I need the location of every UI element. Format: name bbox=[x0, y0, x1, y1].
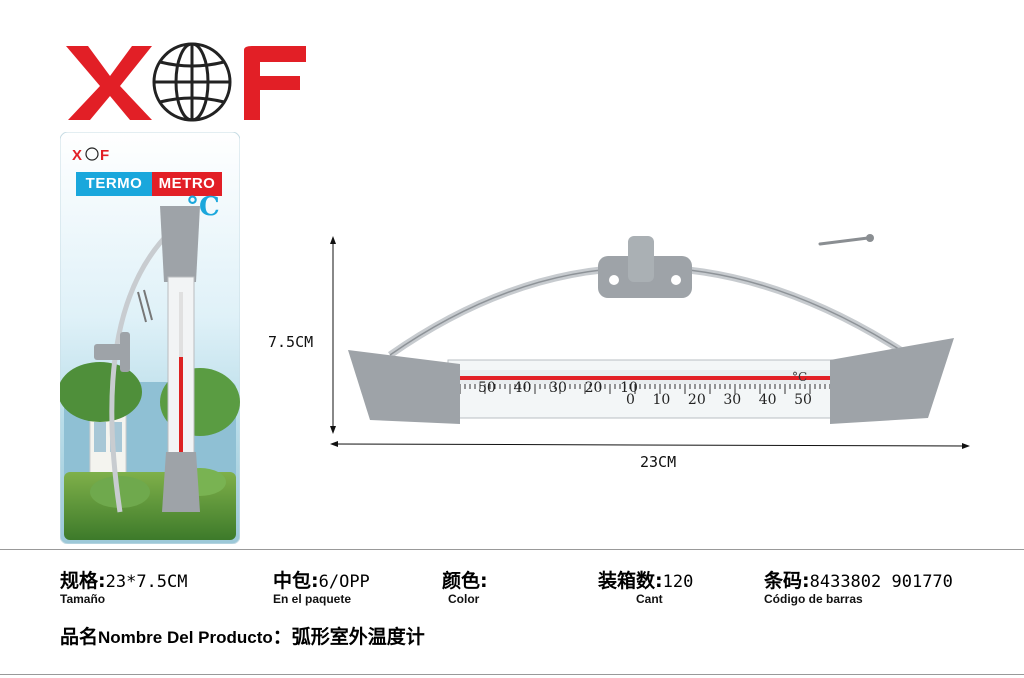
spec-value: 23*7.5CM bbox=[105, 572, 188, 592]
scale-label: 40 bbox=[758, 392, 777, 408]
divider bbox=[0, 549, 1024, 550]
scale-label: 20 bbox=[584, 380, 603, 396]
name-es-label: Nombre Del Producto bbox=[98, 628, 273, 647]
carton-es-label: Cant bbox=[636, 592, 663, 606]
product-name-value: 弧形室外温度计 bbox=[291, 626, 425, 648]
scale-negative-labels: 50 40 30 20 10 bbox=[478, 380, 638, 396]
scale-label: 30 bbox=[549, 380, 567, 396]
divider bbox=[0, 674, 1024, 675]
svg-text:F: F bbox=[100, 147, 109, 164]
scale-label: 20 bbox=[687, 392, 706, 408]
scale-label: 10 bbox=[620, 380, 638, 396]
name-cn-label: 品名 bbox=[60, 626, 99, 648]
package-label-metro: METRO bbox=[152, 172, 222, 196]
pack-es-label: En el paquete bbox=[273, 592, 352, 606]
barcode-field: 条码:8433802 901770 bbox=[764, 566, 953, 593]
product-name-field: 品名Nombre Del Producto：弧形室外温度计 bbox=[60, 622, 425, 649]
product-package-photo: X F bbox=[58, 131, 241, 545]
package-unit-celsius: °C bbox=[186, 192, 220, 222]
barcode-value: 8433802 901770 bbox=[809, 572, 953, 592]
carton-field: 装箱数:120 bbox=[598, 566, 693, 593]
scale-label: 50 bbox=[794, 392, 812, 408]
spec-es-label: Tamaño bbox=[60, 592, 106, 606]
pack-field: 中包:6/OPP bbox=[273, 566, 370, 593]
scale-label: 50 bbox=[478, 380, 496, 396]
package-label-termo: TERMO bbox=[76, 172, 152, 196]
pack-value: 6/OPP bbox=[318, 572, 370, 592]
scale-label: 0 bbox=[626, 392, 635, 408]
pack-label: 中包: bbox=[273, 570, 319, 592]
scale-label: 30 bbox=[723, 392, 742, 408]
scale-positive-labels: 0 10 20 30 40 50 bbox=[626, 392, 812, 408]
color-es-label: Color bbox=[448, 592, 480, 606]
width-dimension-label: 23CM bbox=[640, 453, 677, 471]
spec-field: 规格:23*7.5CM bbox=[60, 566, 188, 593]
scale-label: 40 bbox=[513, 380, 532, 396]
color-field: 颜色: bbox=[442, 566, 488, 593]
barcode-label: 条码: bbox=[764, 570, 810, 592]
product-scale-unit: °C bbox=[792, 370, 808, 384]
carton-label: 装箱数: bbox=[598, 570, 663, 592]
barcode-es-label: Código de barras bbox=[764, 592, 863, 606]
height-dimension-label: 7.5CM bbox=[268, 333, 314, 351]
color-label: 颜色: bbox=[442, 570, 488, 592]
name-separator: ： bbox=[272, 626, 292, 648]
carton-value: 120 bbox=[662, 572, 694, 592]
spec-label: 规格: bbox=[60, 570, 106, 592]
scale-label: 10 bbox=[652, 392, 671, 408]
svg-text:X: X bbox=[72, 147, 82, 164]
brand-logo bbox=[62, 40, 310, 124]
